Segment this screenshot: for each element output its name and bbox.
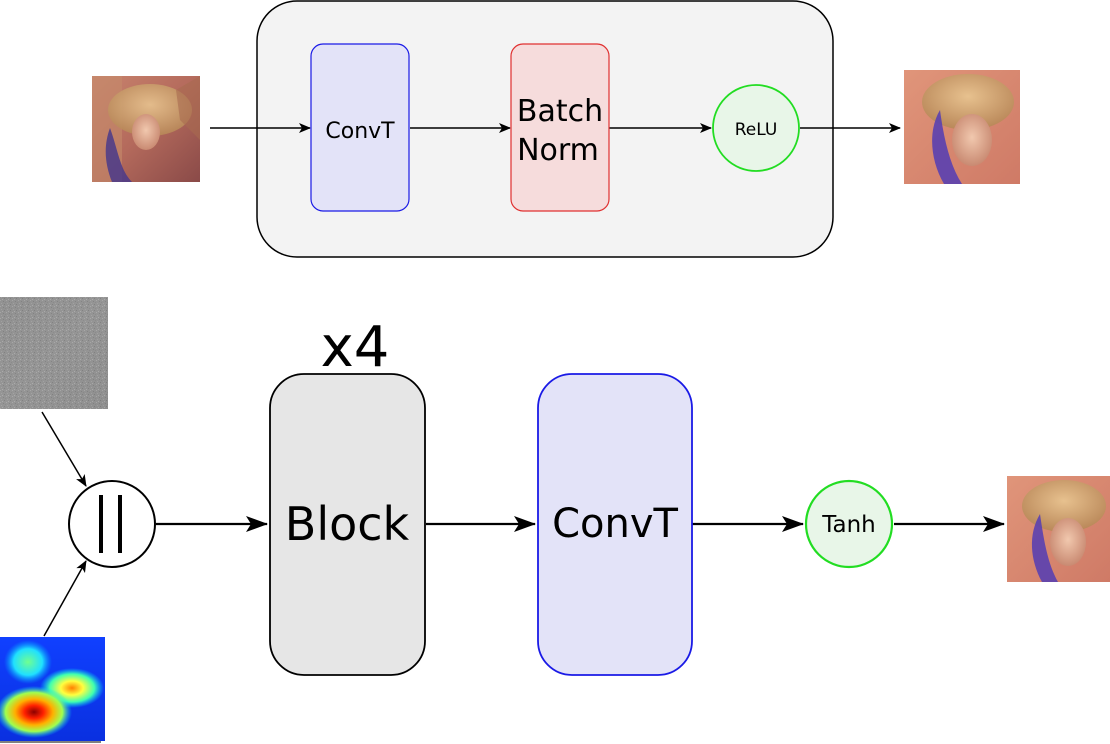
block-label: Block bbox=[285, 497, 410, 551]
relu-activation-node bbox=[712, 84, 800, 172]
output-portrait-image-top bbox=[904, 70, 1020, 184]
convt-layer-label: ConvT bbox=[325, 119, 395, 144]
convt-output-layer-box bbox=[537, 373, 693, 676]
arrow-heatmap-to-concat bbox=[43, 560, 87, 637]
tanh-label: Tanh bbox=[821, 512, 876, 538]
noise-input-image bbox=[0, 297, 108, 409]
block-box bbox=[269, 373, 426, 676]
batchnorm-layer-box bbox=[510, 43, 610, 212]
batchnorm-label-line2: Norm bbox=[517, 133, 599, 168]
convt-output-layer-label: ConvT bbox=[552, 501, 678, 547]
concatenate-node bbox=[68, 480, 156, 568]
relu-label: ReLU bbox=[735, 120, 778, 140]
repeat-count-label: x4 bbox=[321, 315, 390, 380]
output-portrait-image-bottom bbox=[1007, 476, 1110, 582]
input-portrait-image bbox=[92, 76, 200, 182]
batchnorm-label-line1: Batch bbox=[517, 94, 603, 129]
arrow-noise-to-concat bbox=[41, 411, 87, 487]
convt-layer-box bbox=[310, 43, 410, 212]
tanh-activation-node bbox=[804, 479, 894, 569]
heatmap-input-image bbox=[0, 637, 105, 743]
